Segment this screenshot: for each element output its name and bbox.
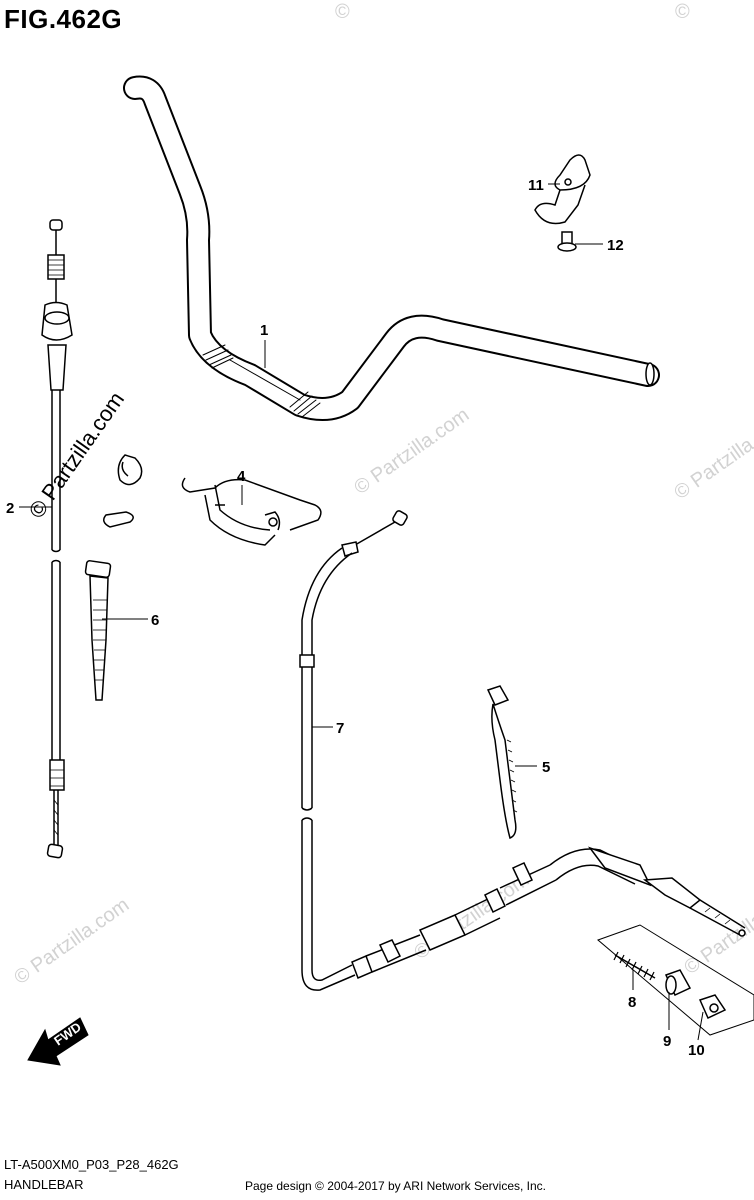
watermark: © Partzilla.com bbox=[670, 409, 754, 504]
part-clip bbox=[103, 454, 143, 528]
part-group-outline bbox=[597, 924, 754, 1036]
figure-name: HANDLEBAR bbox=[4, 1177, 84, 1192]
callout-9: 9 bbox=[663, 1033, 671, 1050]
figure-code: LT-A500XM0_P03_P28_462G bbox=[4, 1157, 179, 1172]
leader-lines bbox=[19, 183, 704, 1041]
part-spring bbox=[613, 951, 656, 981]
part-tie-strap-5 bbox=[486, 685, 518, 839]
watermark-main: © Partzilla.com bbox=[24, 387, 130, 523]
part-bracket bbox=[181, 477, 322, 546]
part-collar bbox=[664, 969, 692, 997]
callout-2: 2 bbox=[6, 500, 14, 517]
callout-11: 11 bbox=[528, 177, 544, 194]
part-bolt bbox=[557, 231, 577, 252]
callout-1: 1 bbox=[260, 322, 268, 339]
part-cable-left bbox=[41, 219, 73, 859]
watermark-symbol: © bbox=[335, 1, 350, 23]
fwd-arrow-icon: FWD bbox=[27, 1017, 89, 1066]
callout-5: 5 bbox=[542, 759, 550, 776]
callout-10: 10 bbox=[688, 1042, 705, 1059]
callout-6: 6 bbox=[151, 612, 159, 629]
part-holder bbox=[534, 154, 591, 225]
callout-12: 12 bbox=[607, 237, 624, 254]
part-handlebar bbox=[123, 75, 660, 421]
watermark: © Partzilla.com bbox=[10, 894, 133, 989]
watermarks: © © © Partzilla.com © Partzilla.com © Pa… bbox=[10, 1, 754, 989]
part-tie-strap-6 bbox=[84, 560, 112, 701]
copyright-notice: Page design © 2004-2017 by ARI Network S… bbox=[245, 1179, 547, 1193]
part-cable-center bbox=[299, 510, 746, 991]
watermark: © Partzilla.com bbox=[350, 404, 473, 499]
watermark: © Partzilla.com bbox=[410, 869, 533, 964]
callout-4: 4 bbox=[237, 468, 246, 485]
part-clamp bbox=[698, 994, 727, 1020]
watermark-symbol: © bbox=[675, 1, 690, 23]
callout-7: 7 bbox=[336, 720, 344, 737]
figure-title: FIG.462G bbox=[4, 4, 123, 34]
callouts: 1 2 4 5 6 7 8 9 10 11 12 bbox=[6, 177, 705, 1059]
callout-8: 8 bbox=[628, 994, 636, 1011]
